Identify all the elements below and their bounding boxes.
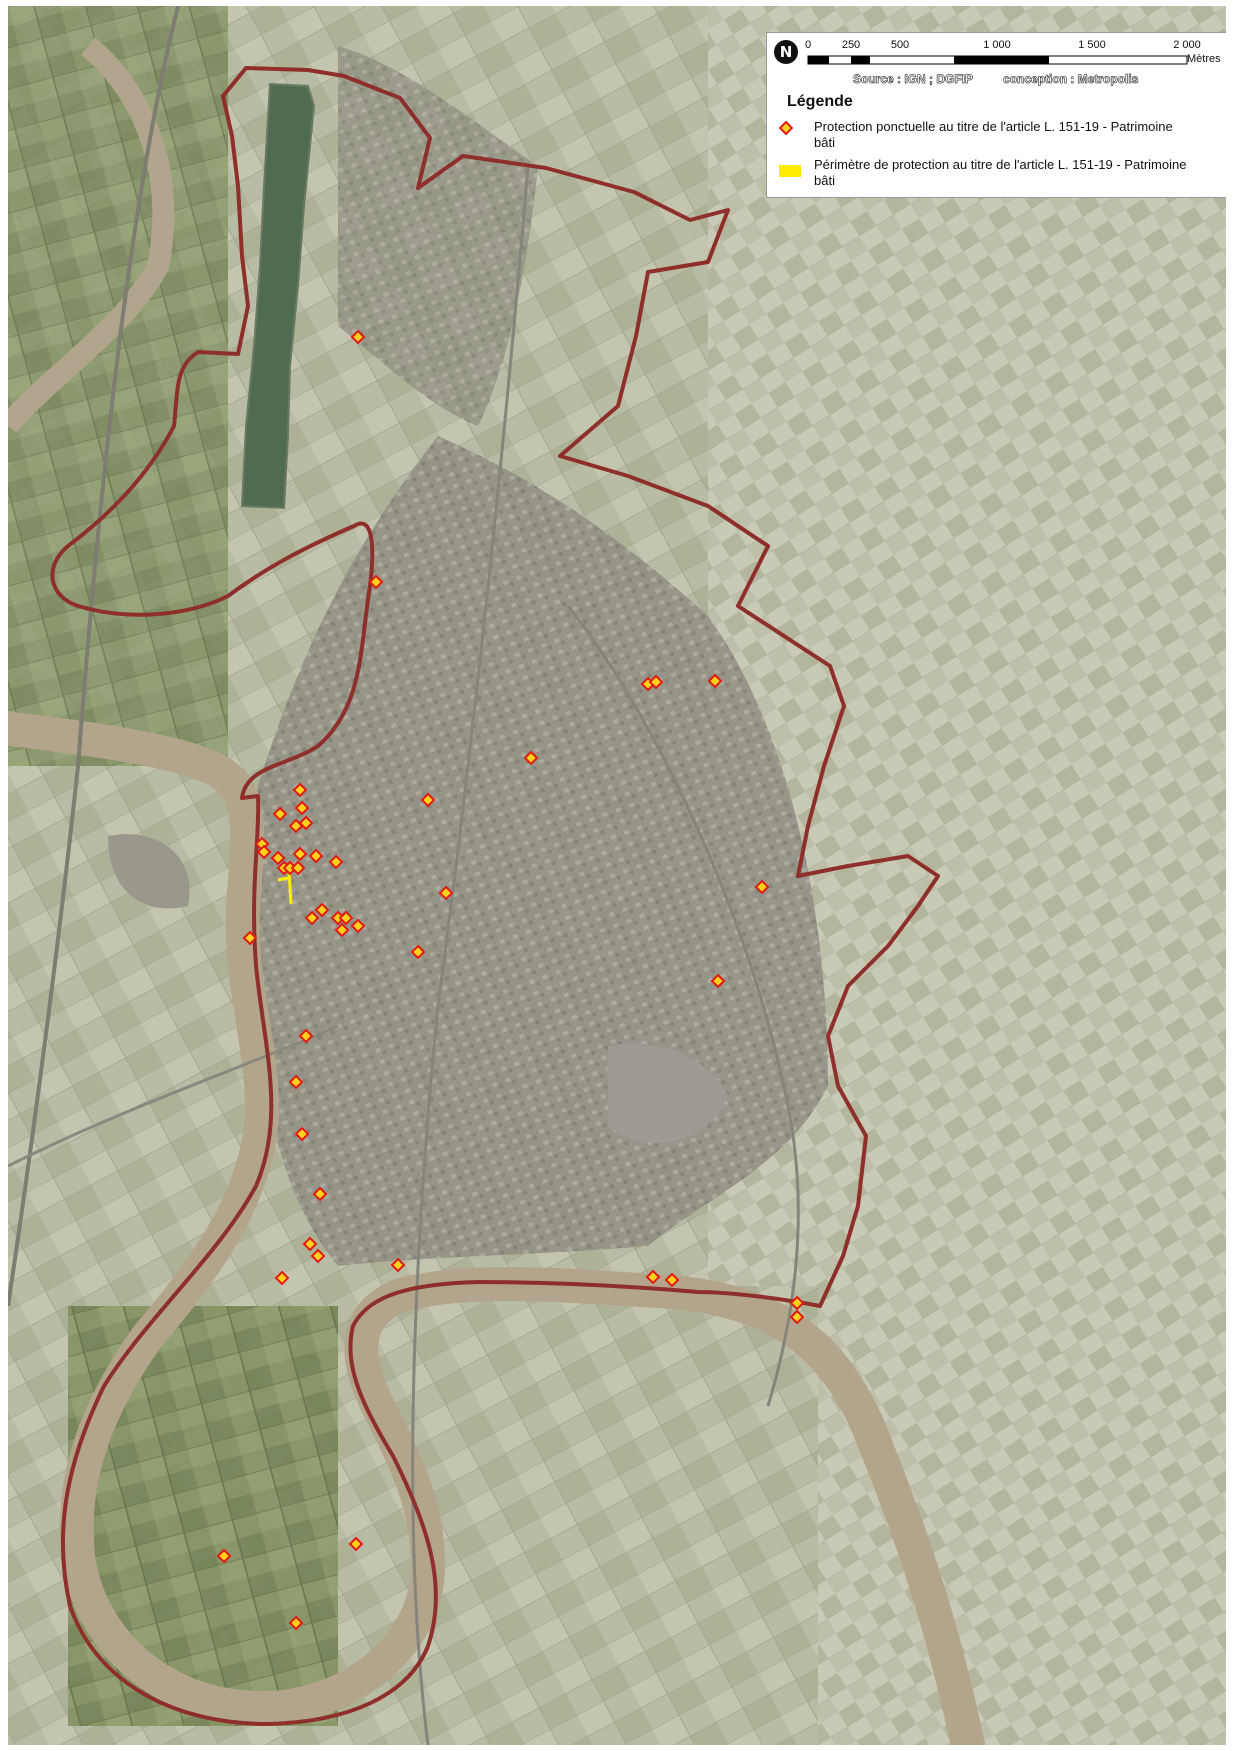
legend-item-label: Périmètre de protection au titre de l'ar…	[814, 157, 1187, 188]
protection-point-marker	[350, 329, 366, 345]
legend-box: N 0 250 500 1 000 1 500 2 000 Mètres Sou…	[766, 32, 1226, 198]
protection-point-marker	[707, 673, 723, 689]
west-town	[108, 834, 190, 909]
western-road	[8, 6, 180, 1307]
protection-point-marker	[302, 1236, 318, 1252]
protection-point-marker	[288, 1615, 304, 1631]
north-river-channel	[8, 37, 175, 433]
protection-point-marker	[438, 885, 454, 901]
protection-point-marker	[350, 918, 366, 934]
protection-point-marker	[710, 973, 726, 989]
reservoir-lake	[240, 82, 316, 510]
protection-point-marker	[288, 818, 304, 834]
protection-point-marker	[308, 848, 324, 864]
protection-point-marker	[664, 1272, 680, 1288]
protection-point-marker	[523, 750, 539, 766]
protection-point-marker	[294, 800, 310, 816]
protection-points	[216, 329, 805, 1631]
protection-point-marker	[312, 1186, 328, 1202]
scale-bar	[807, 55, 1188, 65]
north-arrow-icon: N	[774, 40, 798, 64]
legend-title: Légende	[787, 93, 853, 110]
protection-point-marker	[648, 674, 664, 690]
protection-point-marker	[272, 806, 288, 822]
protection-point-marker	[216, 1548, 232, 1564]
eastern-road	[566, 605, 800, 1407]
protection-point-marker	[290, 860, 306, 876]
industrial-zone	[608, 1043, 728, 1143]
commune-boundary	[50, 66, 940, 1726]
scale-tick-1000: 1 000	[983, 39, 1011, 51]
scale-tick-2000: 2 000	[1173, 39, 1201, 51]
protection-point-marker	[310, 1248, 326, 1264]
protection-point-marker	[314, 902, 330, 918]
scale-tick-1500: 1 500	[1078, 39, 1106, 51]
protection-perimeter-segment	[277, 876, 289, 882]
aerial-map: N 0 250 500 1 000 1 500 2 000 Mètres Sou…	[8, 6, 1226, 1745]
protection-point-marker	[292, 782, 308, 798]
scale-tick-250: 250	[841, 39, 861, 51]
protection-point-marker	[645, 1269, 661, 1285]
river-bridge-road	[8, 1024, 339, 1168]
river-garonne	[8, 711, 985, 1745]
source-credits: Source : IGN ; DGFIP conception : Metropo…	[853, 72, 1139, 87]
legend-item-label: Protection ponctuelle au titre de l'arti…	[814, 119, 1173, 150]
northern-urban-area	[338, 46, 538, 426]
protection-point-marker	[288, 1074, 304, 1090]
protection-point-marker	[789, 1309, 805, 1325]
protection-point-marker	[754, 879, 770, 895]
protection-perimeter	[287, 869, 293, 905]
railway	[411, 165, 530, 1745]
yellow-perimeter-swatch	[779, 165, 801, 177]
diamond-point-icon	[779, 121, 793, 135]
protection-point-marker	[420, 792, 436, 808]
source-text: Source : IGN ; DGFIP	[853, 72, 974, 87]
conception-text: conception : Metropolis	[1003, 72, 1139, 87]
protection-point-marker	[410, 944, 426, 960]
protection-point-marker	[270, 850, 286, 866]
protection-point-marker	[298, 1028, 314, 1044]
protection-point-marker	[348, 1536, 364, 1552]
protection-point-marker	[242, 930, 258, 946]
protection-point-marker	[390, 1257, 406, 1273]
protection-point-marker	[338, 910, 354, 926]
protection-point-marker	[256, 844, 272, 860]
protection-point-marker	[789, 1295, 805, 1311]
protection-point-marker	[304, 910, 320, 926]
protection-point-marker	[294, 1126, 310, 1142]
protection-point-marker	[292, 846, 308, 862]
map-canvas	[8, 6, 1226, 1745]
protection-point-marker	[274, 1270, 290, 1286]
protection-point-marker	[334, 922, 350, 938]
protection-point-marker	[368, 574, 384, 590]
protection-point-marker	[328, 854, 344, 870]
scale-unit: Mètres	[1187, 53, 1221, 65]
scale-tick-0: 0	[804, 39, 812, 51]
scale-tick-500: 500	[890, 39, 910, 51]
